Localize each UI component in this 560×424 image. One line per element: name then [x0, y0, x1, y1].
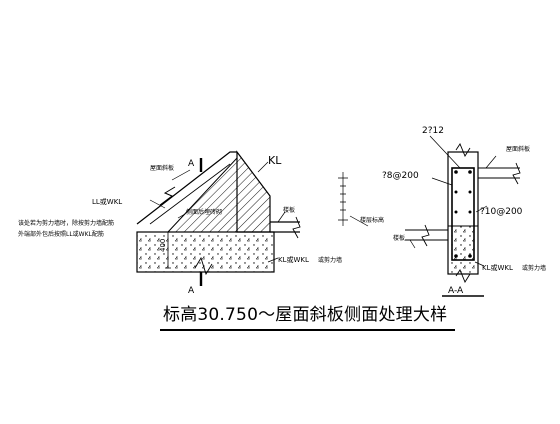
left-roof-slab-inner	[149, 163, 231, 225]
right-roof-slab	[478, 167, 520, 179]
left-dim-400-text: 400	[159, 239, 167, 252]
left-roof-slab-label: 屋面斜板	[150, 164, 174, 172]
left-detail: 400 A A 屋面斜板 LL或WKL KL 侧面后埋砖砌 楼板 KL或WKL …	[18, 150, 342, 296]
rebar-dot	[468, 210, 472, 214]
right-floor-slab	[405, 229, 448, 241]
right-stirrup-cage	[451, 167, 475, 261]
right-roof-slab-label: 屋面斜板	[506, 145, 530, 153]
left-section-mark-bottom: A	[188, 286, 195, 296]
leader-roof-slab	[171, 169, 191, 181]
leader-side-wall	[177, 213, 186, 219]
right-elevation-dim	[338, 172, 348, 226]
left-kl-section	[236, 150, 271, 233]
leader-kl-bottom-right	[474, 261, 485, 267]
left-dim-400	[165, 231, 171, 269]
rebar-dot	[468, 170, 472, 174]
left-floor-slab	[270, 221, 300, 233]
right-floor-level-label: 楼层标高	[360, 216, 384, 224]
left-roof-slab-line	[136, 151, 237, 225]
left-kl-label: KL	[268, 154, 282, 167]
note-line-2: 外端部外包后按照LL或WKL配筋	[18, 230, 104, 238]
left-kl-bottom-label: KL或WKL	[278, 255, 309, 264]
right-detail: 楼层标高 2?12 ?8@200 ?10@200 屋面斜板 楼板 KL或WKL …	[338, 126, 546, 297]
right-top-break	[455, 143, 471, 157]
right-side-rebar-label: ?10@200	[480, 207, 523, 217]
left-section-mark-top: A	[188, 159, 195, 169]
right-section-label: A-A	[448, 286, 464, 296]
leader-floor-slab	[277, 211, 286, 223]
leader-kl-bottom	[267, 257, 279, 263]
left-side-wall-label: 侧面后埋砖砌	[186, 208, 222, 216]
left-floor-break	[292, 216, 301, 239]
right-kl-bottom-note: 或剪力墙	[522, 264, 546, 272]
leader-kl	[257, 161, 269, 173]
left-bottom-break	[194, 256, 213, 276]
rebar-dot	[468, 254, 472, 258]
rebar-dot	[454, 190, 458, 194]
left-ll-label: LL或WKL	[92, 197, 122, 206]
leader-stirrup	[431, 177, 453, 186]
left-infill-hatch	[166, 156, 238, 233]
left-break-mark	[159, 186, 176, 206]
leader-side-rebar	[475, 205, 488, 213]
note-line-1: 该处若为剪力墙时，除按剪力墙配筋	[18, 219, 114, 227]
left-floor-slab-label: 楼板	[283, 206, 295, 214]
leader-ll	[149, 199, 166, 209]
right-column-concrete	[447, 225, 479, 275]
rebar-dot	[454, 170, 458, 174]
leader-floor-slab-right	[409, 239, 416, 249]
right-rebar-top: 2?12	[422, 126, 444, 136]
left-beam-concrete	[136, 231, 275, 273]
leader-floor-level	[349, 215, 369, 227]
right-kl-bottom-label: KL或WKL	[482, 263, 513, 272]
left-kl-bottom-note: 或剪力墙	[318, 256, 342, 264]
leader-top-rebar	[429, 135, 461, 169]
rebar-dot	[454, 210, 458, 214]
title-underline	[160, 329, 455, 331]
right-floor-break	[421, 224, 430, 247]
right-stirrup-label: ?8@200	[382, 171, 419, 181]
rebar-dot	[454, 254, 458, 258]
right-bottom-break	[455, 269, 471, 283]
right-roof-break	[512, 162, 521, 185]
right-floor-slab-label: 楼板	[393, 234, 405, 242]
leader-roof-slab-right	[485, 155, 497, 169]
drawing-title: 标高30.750～屋面斜板侧面处理大样	[163, 305, 448, 325]
rebar-dot	[468, 190, 472, 194]
